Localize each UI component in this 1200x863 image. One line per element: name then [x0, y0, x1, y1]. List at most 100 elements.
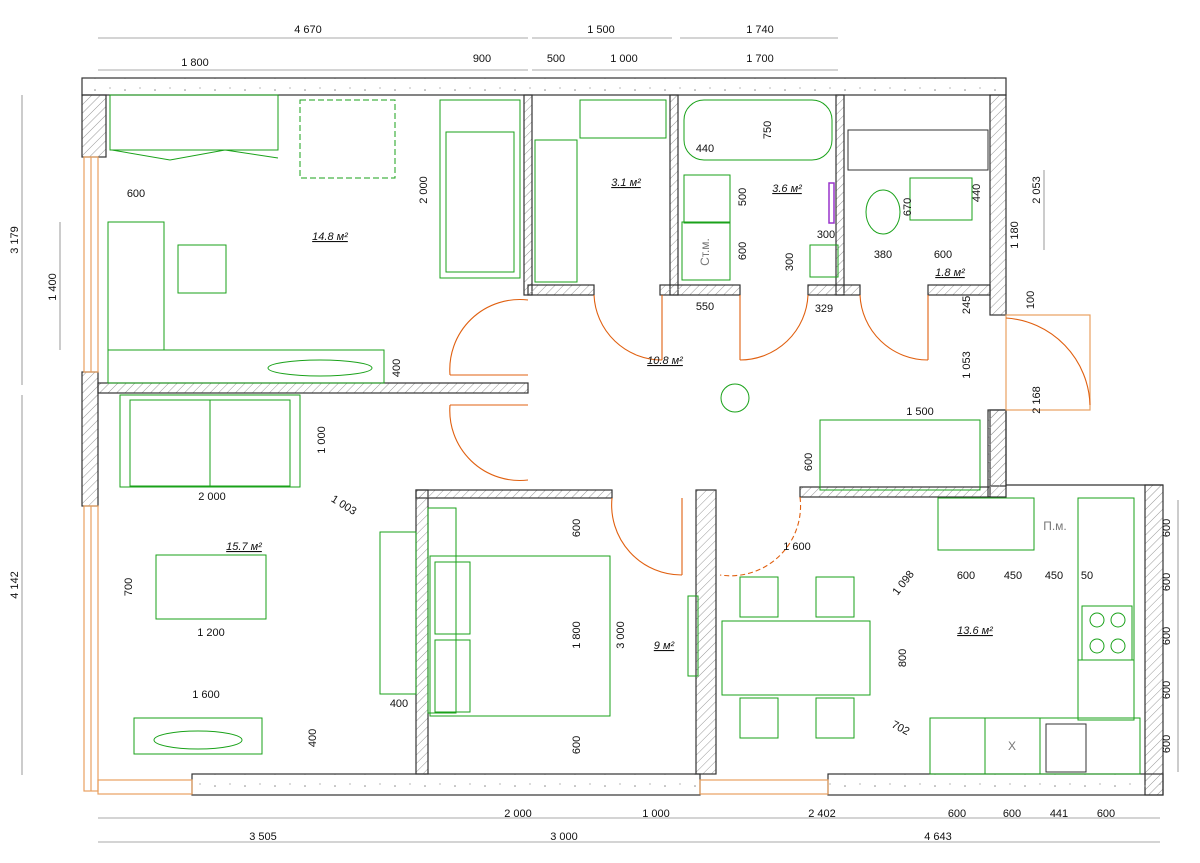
walls — [81, 77, 1164, 796]
dim-hall-1500: 1 500 — [906, 406, 934, 418]
dim-kr-2: 600 — [1161, 627, 1173, 645]
dimension-labels: 4 670 1 500 1 740 1 800 900 500 1 000 1 … — [9, 24, 1173, 843]
chair — [177, 244, 227, 294]
fridge-box — [984, 717, 1041, 775]
tv-living — [153, 730, 243, 750]
tv-bed2 — [687, 595, 699, 677]
window-balcony — [1005, 314, 1091, 411]
dim-kit-450b: 450 — [1045, 570, 1063, 582]
bath-cabinet — [809, 244, 839, 278]
dim-bath-600: 600 — [737, 242, 749, 260]
chair-k3 — [739, 697, 779, 739]
wall-bed2-left — [415, 489, 429, 775]
dim-kr-0: 600 — [1161, 519, 1173, 537]
dim-kr-3: 600 — [1161, 681, 1173, 699]
area-wc: 1.8 м² — [935, 267, 965, 279]
doors — [449, 294, 1091, 577]
wall-bed1-living — [97, 382, 529, 394]
dim-bottom2-0: 3 505 — [249, 831, 277, 843]
dim-bath-300b: 300 — [784, 253, 796, 271]
dim-bottom1-3: 600 — [948, 808, 966, 820]
dim-bath-550: 550 — [696, 301, 714, 313]
chair-k2 — [815, 576, 855, 618]
chair-k1 — [739, 576, 779, 618]
dim-left-1: 4 142 — [9, 571, 21, 599]
wc-shelf — [847, 129, 989, 171]
chair-k4 — [815, 697, 855, 739]
sink-bath — [683, 174, 731, 224]
dim-living-1600: 1 600 — [192, 689, 220, 701]
dim-wc-380: 380 — [874, 249, 892, 261]
tv-bed1 — [267, 359, 373, 377]
dim-bed1-2000: 2 000 — [418, 176, 430, 204]
wall-bottom-1 — [191, 773, 701, 796]
window-bottom — [97, 779, 193, 795]
tv-stand — [133, 717, 263, 755]
door-wc — [859, 294, 929, 361]
area-bathroom: 3.6 м² — [772, 183, 802, 195]
dim-bottom1-2: 2 402 — [808, 808, 836, 820]
area-bedroom1: 14.8 м² — [312, 231, 348, 243]
door-living — [449, 404, 529, 482]
dim-bottom1-1: 1 000 — [642, 808, 670, 820]
area-living: 15.7 м² — [226, 541, 262, 553]
dim-right-inner-2: 245 — [961, 296, 973, 314]
label-washer: Ст.м. — [698, 238, 712, 266]
wall-bath-wc — [835, 94, 845, 296]
dim-living-400a: 400 — [307, 729, 319, 747]
dim-top2-0: 1 800 — [181, 57, 209, 69]
dim-bottom2-2: 4 643 — [924, 831, 952, 843]
toilet — [865, 189, 901, 235]
double-bed — [429, 555, 611, 717]
wall-bottom-2 — [827, 773, 1164, 796]
stove — [1081, 605, 1133, 661]
window-bottom-mid — [699, 779, 829, 795]
dim-kit-50: 50 — [1081, 570, 1093, 582]
dining-table — [721, 620, 871, 696]
dim-living-700: 700 — [123, 578, 135, 596]
label-fridge: Х — [1008, 739, 1016, 753]
dim-kr-4: 600 — [1161, 735, 1173, 753]
kitchen-low-right — [1077, 659, 1135, 721]
dim-top1-0: 4 670 — [294, 24, 322, 36]
oven — [1045, 723, 1087, 773]
door-balcony — [1005, 317, 1091, 406]
dim-kit-450a: 450 — [1004, 570, 1022, 582]
wall-kitchen-hall — [987, 409, 1007, 498]
bed-single — [439, 99, 521, 279]
door-bed1 — [449, 298, 529, 376]
door-bed2 — [611, 497, 683, 576]
wall-right-upper — [989, 94, 1007, 316]
windows — [83, 156, 1091, 795]
dim-kit-702: 702 — [889, 719, 911, 738]
area-closet: 3.1 м² — [611, 177, 641, 189]
door-kitchen — [719, 496, 802, 577]
dim-right-1: 2 168 — [1031, 386, 1043, 414]
bath-door-marker — [828, 182, 835, 224]
dim-bed2-3000: 3 000 — [615, 621, 627, 649]
wall-bed2-top — [415, 489, 613, 499]
dim-living-400b: 400 — [390, 698, 408, 710]
dim-wc-670: 670 — [902, 198, 914, 216]
dim-top2-4: 1 700 — [746, 53, 774, 65]
dim-left-inner-0: 1 400 — [47, 273, 59, 301]
dim-bed1-600: 600 — [127, 188, 145, 200]
dim-living-2000: 2 000 — [198, 491, 226, 503]
dim-bed2-600b: 600 — [571, 736, 583, 754]
dim-wc-600: 600 — [934, 249, 952, 261]
sofa — [119, 394, 301, 488]
wall-left-upper — [81, 94, 107, 158]
dim-wc-440: 440 — [971, 184, 983, 202]
area-bedroom2: 9 м² — [654, 640, 675, 652]
door-closet — [593, 294, 663, 361]
dim-top1-2: 1 740 — [746, 24, 774, 36]
dim-bottom1-6: 600 — [1097, 808, 1115, 820]
plant-icon — [720, 383, 750, 413]
room-area-labels: 14.8 м² 3.1 м² 3.6 м² 1.8 м² 10.8 м² 15.… — [226, 177, 993, 652]
dim-bottom1-5: 441 — [1050, 808, 1068, 820]
furniture — [107, 94, 1141, 775]
desk — [107, 221, 165, 351]
wall-closet-bath — [669, 94, 679, 296]
dim-living-1200: 1 200 — [197, 627, 225, 639]
dim-bed1-400: 400 — [391, 359, 403, 377]
